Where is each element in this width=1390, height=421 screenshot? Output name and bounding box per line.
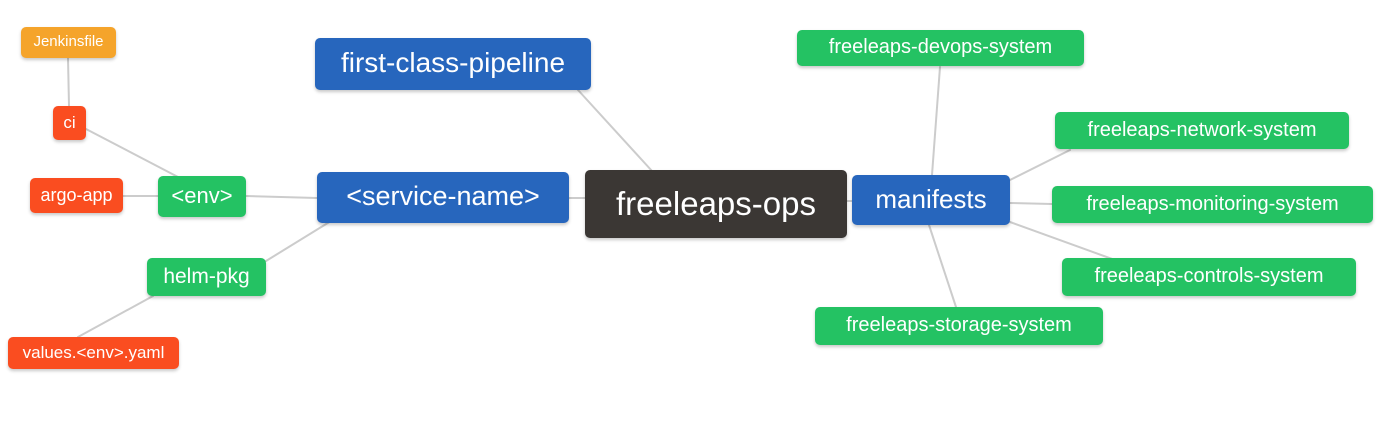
node-label: freeleaps-ops — [616, 184, 816, 222]
node-freeleaps-storage-system[interactable]: freeleaps-storage-system — [815, 307, 1103, 345]
node-freeleaps-network-system[interactable]: freeleaps-network-system — [1055, 112, 1349, 149]
node-argo-app[interactable]: argo-app — [30, 178, 123, 213]
node-label: values.<env>.yaml — [22, 342, 165, 362]
node-label: ci — [63, 112, 76, 132]
node-label: freeleaps-storage-system — [846, 314, 1072, 336]
node-label: freeleaps-devops-system — [828, 36, 1053, 58]
node-values-env-yaml[interactable]: values.<env>.yaml — [8, 337, 179, 369]
node-freeleaps-controls-system[interactable]: freeleaps-controls-system — [1062, 258, 1356, 296]
node-label: manifests — [875, 184, 987, 214]
node-ci[interactable]: ci — [53, 106, 86, 140]
node-manifests[interactable]: manifests — [852, 175, 1010, 225]
node-env[interactable]: <env> — [158, 176, 246, 217]
node-label: helm-pkg — [163, 264, 250, 288]
node-label: freeleaps-monitoring-system — [1086, 192, 1339, 215]
node-label: Jenkinsfile — [33, 33, 104, 50]
node-freeleaps-devops-system[interactable]: freeleaps-devops-system — [797, 30, 1084, 66]
node-freeleaps-monitoring-system[interactable]: freeleaps-monitoring-system — [1052, 186, 1373, 223]
node-label: argo-app — [40, 184, 113, 205]
node-label: <env> — [171, 182, 233, 208]
node-label: freeleaps-controls-system — [1094, 265, 1324, 287]
node-service-name[interactable]: <service-name> — [317, 172, 569, 223]
node-jenkinsfile[interactable]: Jenkinsfile — [21, 27, 116, 58]
node-helm-pkg[interactable]: helm-pkg — [147, 258, 266, 296]
node-freeleaps-ops[interactable]: freeleaps-ops — [585, 170, 847, 238]
node-label: <service-name> — [346, 181, 540, 211]
node-label: first-class-pipeline — [340, 47, 566, 78]
node-label: freeleaps-network-system — [1087, 118, 1317, 141]
node-first-class-pipeline[interactable]: first-class-pipeline — [315, 38, 591, 90]
